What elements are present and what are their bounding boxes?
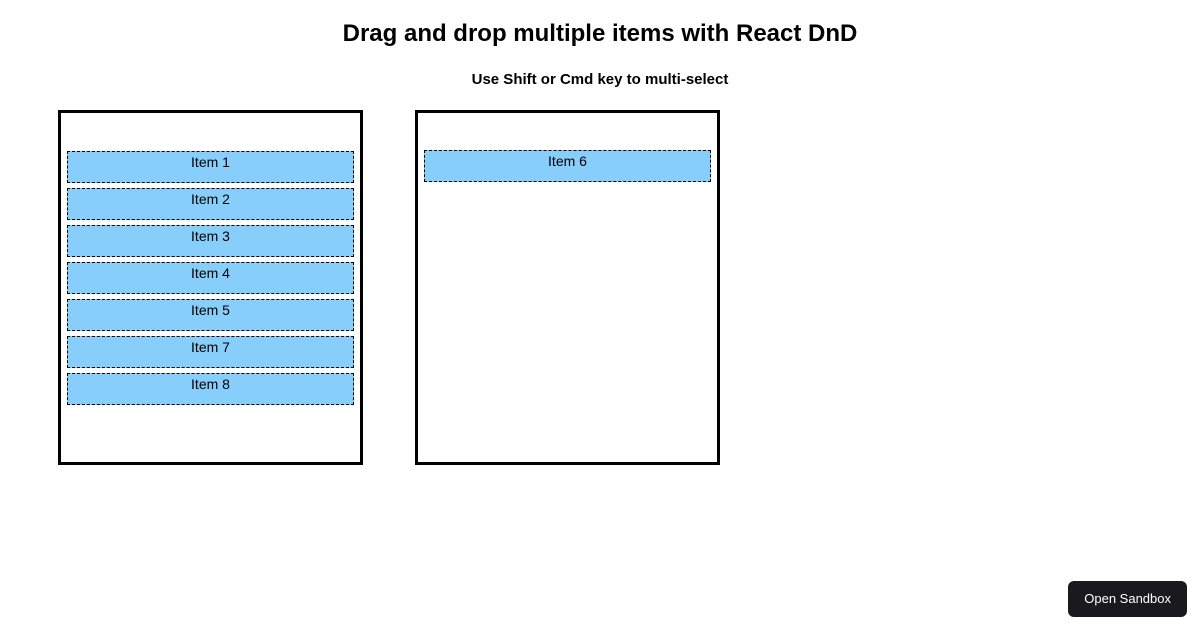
drag-drop-board: Item 1 Item 2 Item 3 Item 4 Item 5 Item … bbox=[0, 110, 1200, 470]
draggable-item[interactable]: Item 8 bbox=[67, 373, 354, 405]
draggable-item[interactable]: Item 3 bbox=[67, 225, 354, 257]
drop-container-right-items: Item 6 bbox=[422, 150, 713, 182]
drop-container-left[interactable]: Item 1 Item 2 Item 3 Item 4 Item 5 Item … bbox=[58, 110, 363, 465]
drop-container-right[interactable]: Item 6 bbox=[415, 110, 720, 465]
open-sandbox-button[interactable]: Open Sandbox bbox=[1068, 581, 1187, 617]
page-title: Drag and drop multiple items with React … bbox=[342, 20, 858, 47]
draggable-item[interactable]: Item 2 bbox=[67, 188, 354, 220]
draggable-item[interactable]: Item 7 bbox=[67, 336, 354, 368]
drop-container-left-items: Item 1 Item 2 Item 3 Item 4 Item 5 Item … bbox=[65, 151, 356, 405]
draggable-item[interactable]: Item 4 bbox=[67, 262, 354, 294]
draggable-item[interactable]: Item 6 bbox=[424, 150, 711, 182]
draggable-item[interactable]: Item 5 bbox=[67, 299, 354, 331]
page-subtitle: Use Shift or Cmd key to multi-select bbox=[471, 71, 729, 88]
draggable-item[interactable]: Item 1 bbox=[67, 151, 354, 183]
